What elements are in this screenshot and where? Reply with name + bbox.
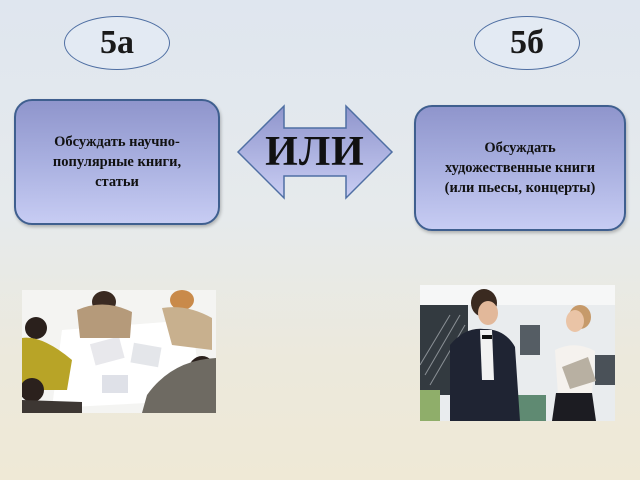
double-arrow-icon <box>236 104 394 200</box>
option-a-label: 5а <box>64 16 170 70</box>
conversation-photo <box>420 285 615 421</box>
option-b-label-text: 5б <box>510 24 544 61</box>
option-b-label: 5б <box>474 16 580 70</box>
option-b-box: Обсуждать художественные книги (или пьес… <box>414 105 626 231</box>
option-a-line-1: Обсуждать научно- <box>54 134 180 150</box>
option-b-line-2: художественные книги <box>444 160 596 176</box>
or-arrow: ИЛИ <box>236 104 394 200</box>
option-b-line-1: Обсуждать <box>484 140 556 156</box>
option-a-line-2: популярные книги, <box>52 154 182 170</box>
or-text: ИЛИ <box>265 129 365 175</box>
option-a-label-text: 5а <box>100 24 134 61</box>
group-discussion-photo <box>22 290 216 413</box>
option-a-box: Обсуждать научно- популярные книги, стат… <box>14 99 220 225</box>
option-b-text: Обсуждать художественные книги (или пьес… <box>445 138 596 198</box>
option-b-line-3: (или пьесы, концерты) <box>444 180 596 196</box>
option-a-text: Обсуждать научно- популярные книги, стат… <box>53 132 181 192</box>
option-a-line-3: статьи <box>95 174 139 190</box>
